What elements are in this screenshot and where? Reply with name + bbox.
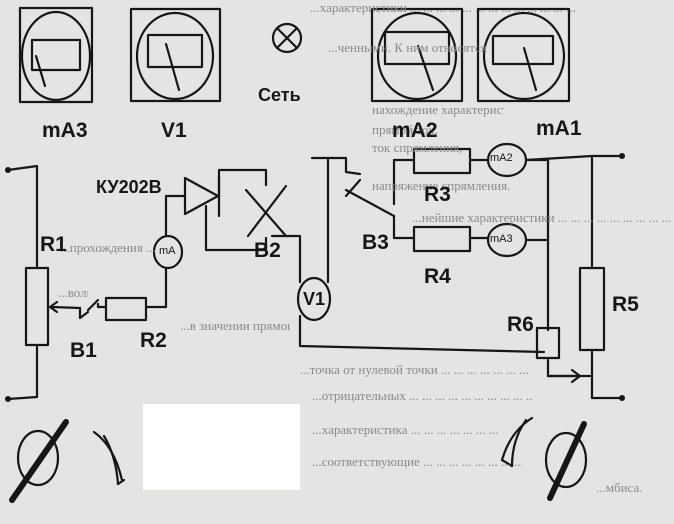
- terminals: [5, 153, 625, 402]
- network-lamp-icon: [271, 22, 303, 54]
- meter-ma3-icon: [18, 6, 94, 104]
- ammeter-ma-icon: [152, 234, 184, 270]
- bg-text-line-12: ...отрицательных ... ... ... ... ... ...…: [312, 388, 532, 403]
- label-ma3-meter: mA3: [42, 119, 88, 142]
- left-wire: [6, 164, 39, 401]
- switch-b1: [78, 298, 108, 320]
- meter-ma1-icon: [476, 7, 571, 103]
- label-network: Сеть: [258, 85, 301, 105]
- bg-text-line-2: ...ченными. К ним относятся:: [328, 40, 488, 55]
- label-ma3-inline: mA3: [490, 233, 513, 245]
- label-b3: B3: [362, 231, 389, 254]
- bg-text-line-8: ...прохождения ... ... ... ... ... ... т…: [60, 240, 160, 255]
- knob-left-icon: [9, 419, 126, 503]
- bg-text-line-7: ...нейшие характеристики ... ... ... ...…: [412, 210, 672, 225]
- label-r2: R2: [140, 329, 167, 352]
- bg-text-line-3: нахождение характеристик: [372, 102, 504, 117]
- bg-text-line-9: ...вольтамперная характеристика ... ... …: [58, 285, 88, 300]
- bg-text-line-1: ...характеристики ... ... ... ... ... ..…: [310, 0, 576, 15]
- switch-b2: [217, 168, 302, 252]
- label-thyristor: КУ202В: [96, 177, 162, 197]
- label-v1-circle: V1: [303, 289, 326, 309]
- blank-patch: [143, 404, 300, 490]
- bg-text-line-13: ...характеристика ... ... ... ... ... ..…: [312, 422, 502, 437]
- label-r5: R5: [612, 293, 639, 316]
- label-r1: R1: [40, 233, 67, 256]
- potentiometer-wiper-r1: [48, 300, 82, 314]
- label-ma-inline: mA: [159, 245, 176, 257]
- bg-text-line-5: ток спрямления,: [372, 140, 463, 155]
- resistor-r1: [24, 266, 50, 347]
- wire-r2-ma: [144, 212, 168, 309]
- bg-text-line-10: ...в значении прямого ... ... ... ... ..…: [180, 318, 290, 333]
- label-r4: R4: [424, 265, 451, 288]
- resistor-r5: [578, 266, 606, 352]
- bg-text-line-15: ...мбиса.: [596, 480, 643, 495]
- label-ma2-inline: mA2: [490, 152, 513, 164]
- voltmeter-v1-icon: [296, 276, 332, 322]
- bg-text-line-4: прямой ток,: [372, 122, 438, 137]
- label-b2: B2: [254, 239, 281, 262]
- meter-v1-icon: [129, 7, 222, 103]
- switch-b3: [326, 156, 416, 240]
- label-r6: R6: [507, 313, 534, 336]
- bg-text-line-14: ...соответствующие ... ... ... ... ... .…: [312, 454, 522, 469]
- knob-right-icon: [500, 416, 588, 501]
- resistor-r6: [535, 326, 561, 360]
- label-ma1-meter: mA1: [536, 117, 582, 140]
- wire-r3-r4: [468, 158, 490, 240]
- meter-ma2-icon: [370, 7, 464, 103]
- resistor-r2: [104, 296, 148, 322]
- bg-text-line-6: напряжение спрямления.: [372, 178, 511, 193]
- label-ma2-meter: mA2: [392, 119, 438, 142]
- bg-text-line-11: ...точка от нулевой точки ... ... ... ..…: [300, 362, 530, 377]
- label-r3: R3: [424, 183, 451, 206]
- label-v1-meter: V1: [161, 119, 187, 142]
- label-b1: B1: [70, 339, 97, 362]
- wire-top-left: [164, 194, 186, 216]
- potentiometer-wiper-r5: [546, 368, 582, 384]
